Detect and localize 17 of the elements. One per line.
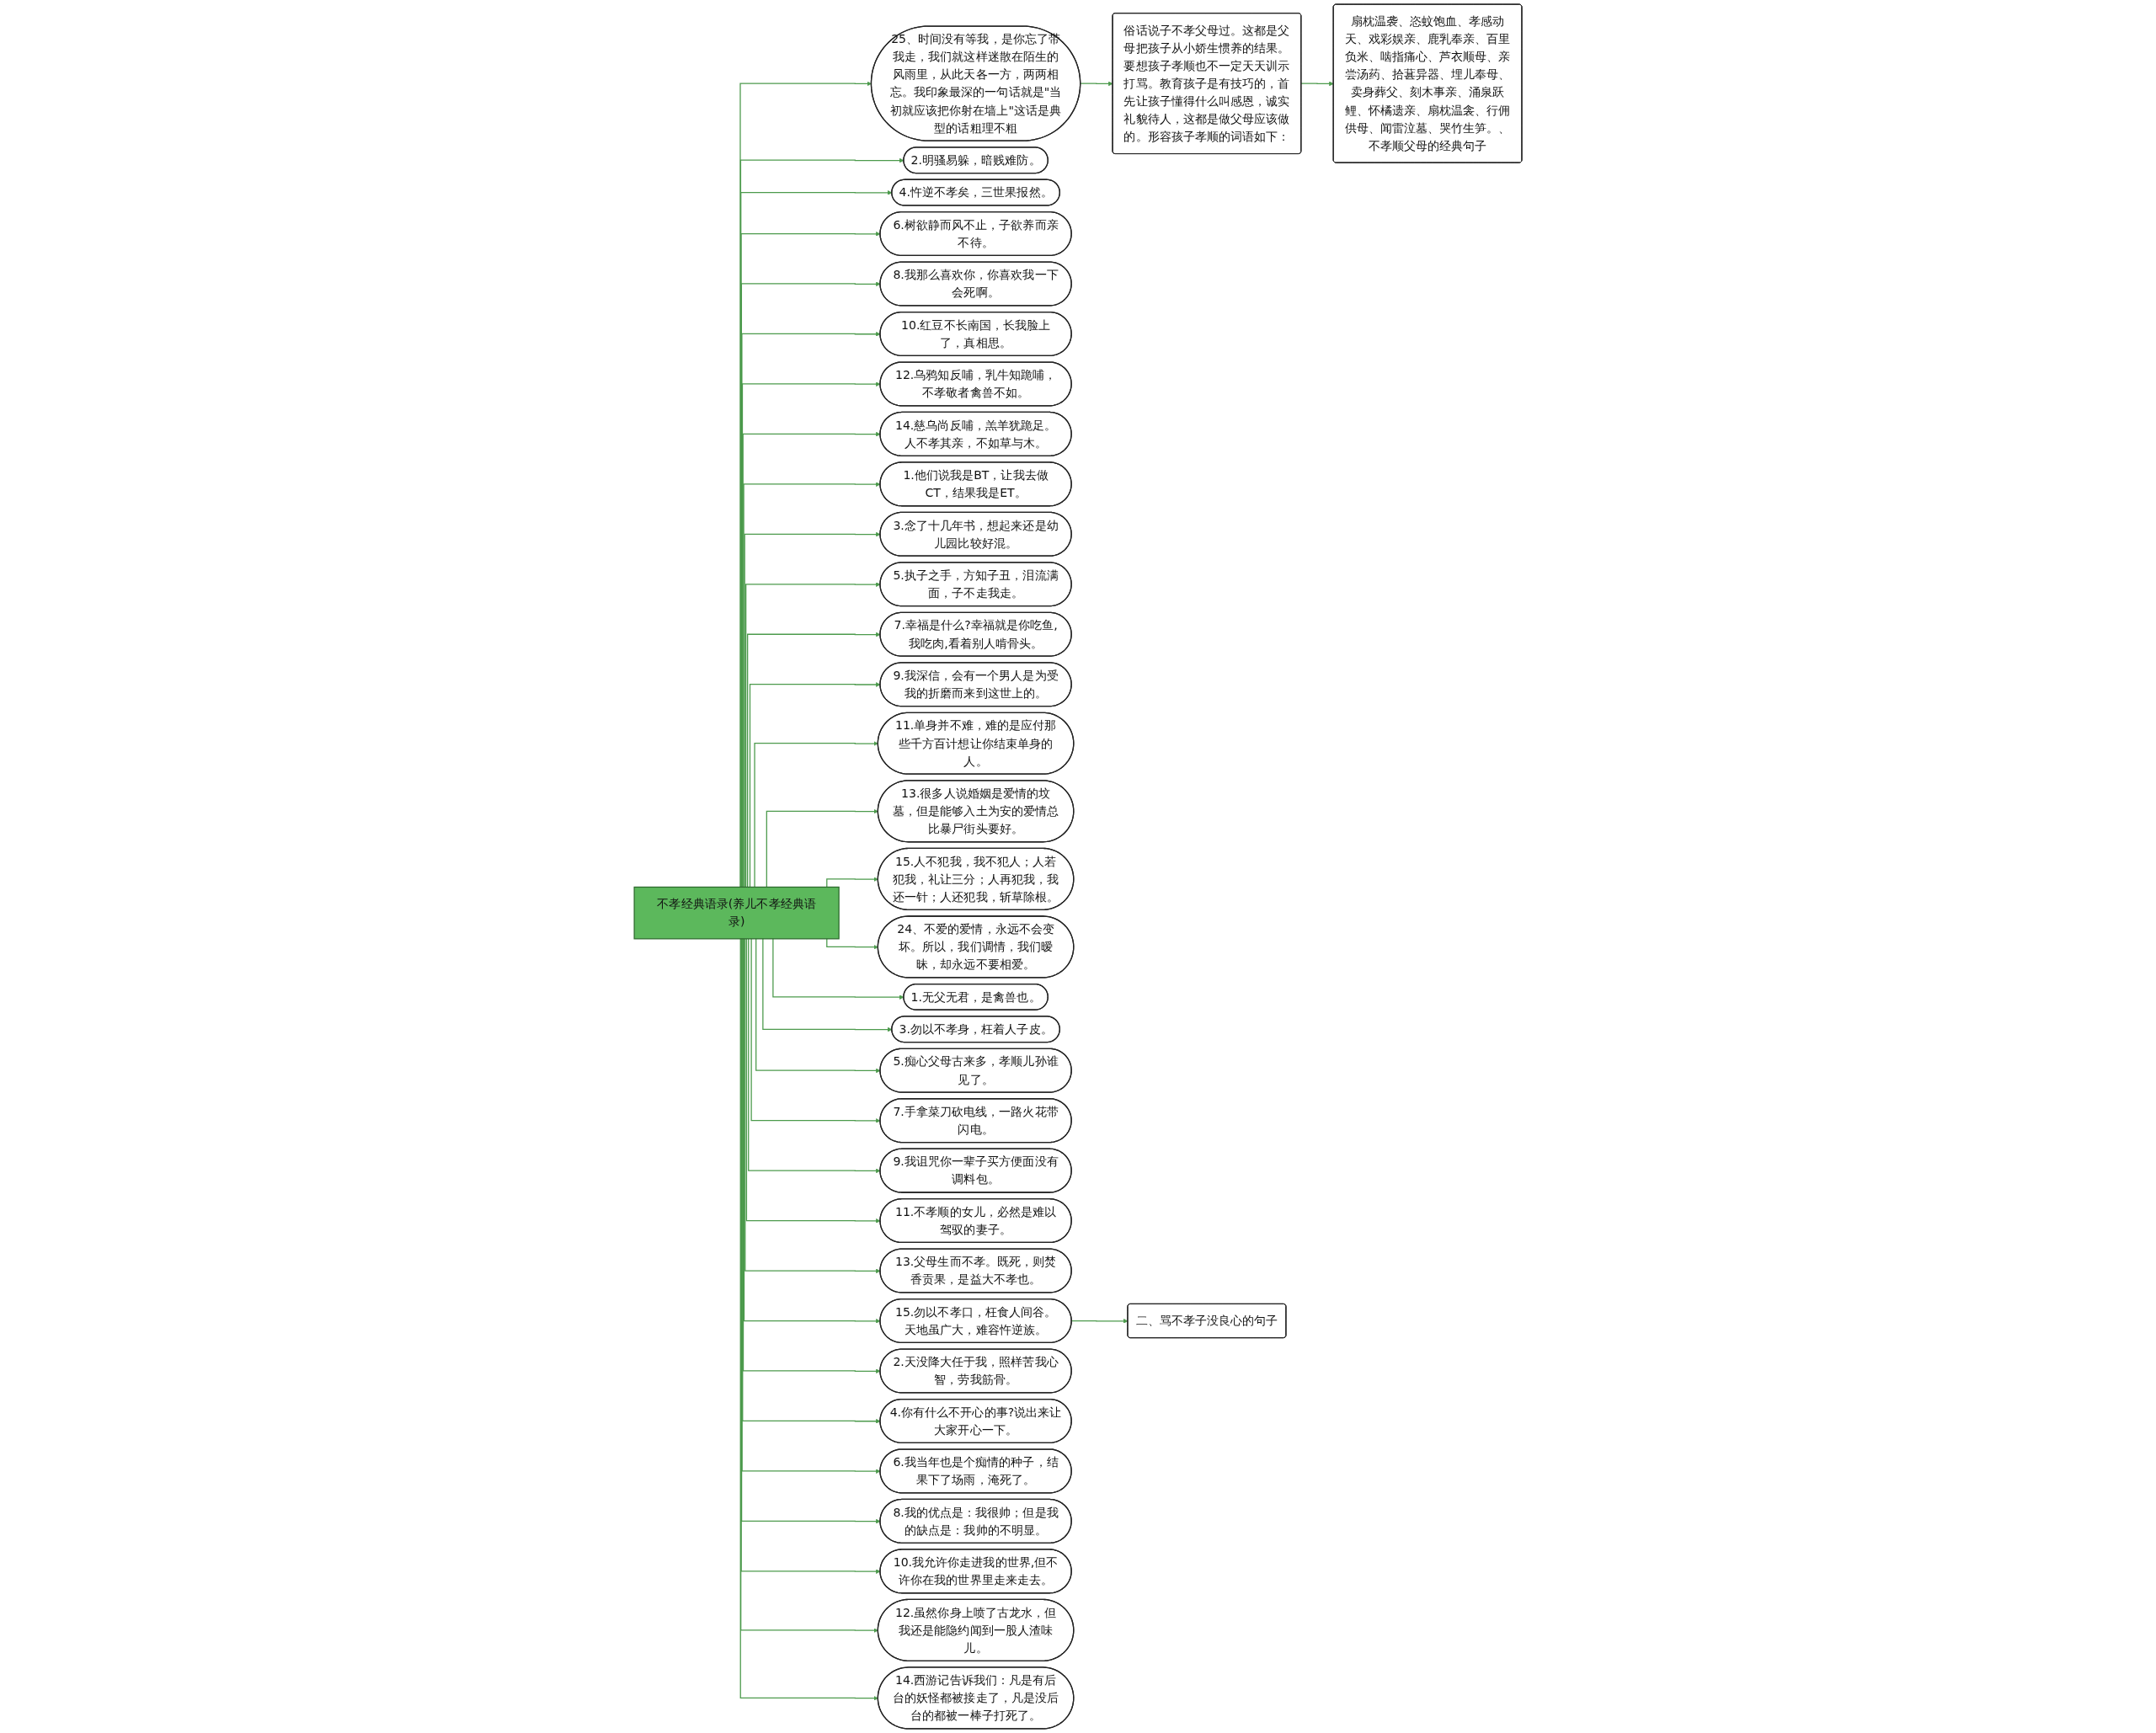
arrow	[750, 938, 881, 1123]
arrow	[1300, 81, 1334, 87]
node-box: 不孝经典语录(养儿不孝经典语录)	[633, 886, 840, 940]
arrow	[772, 938, 905, 1000]
arrow	[826, 938, 878, 950]
arrow	[749, 682, 881, 888]
arrow	[745, 582, 881, 888]
arrow	[739, 81, 872, 888]
arrow	[754, 741, 878, 888]
arrow	[748, 938, 881, 1174]
arrow	[762, 938, 893, 1032]
arrow	[1080, 81, 1113, 87]
arrow	[766, 808, 878, 888]
arrow	[755, 938, 881, 1074]
arrow	[745, 938, 881, 1224]
arrow	[746, 632, 881, 888]
arrow	[826, 877, 878, 888]
